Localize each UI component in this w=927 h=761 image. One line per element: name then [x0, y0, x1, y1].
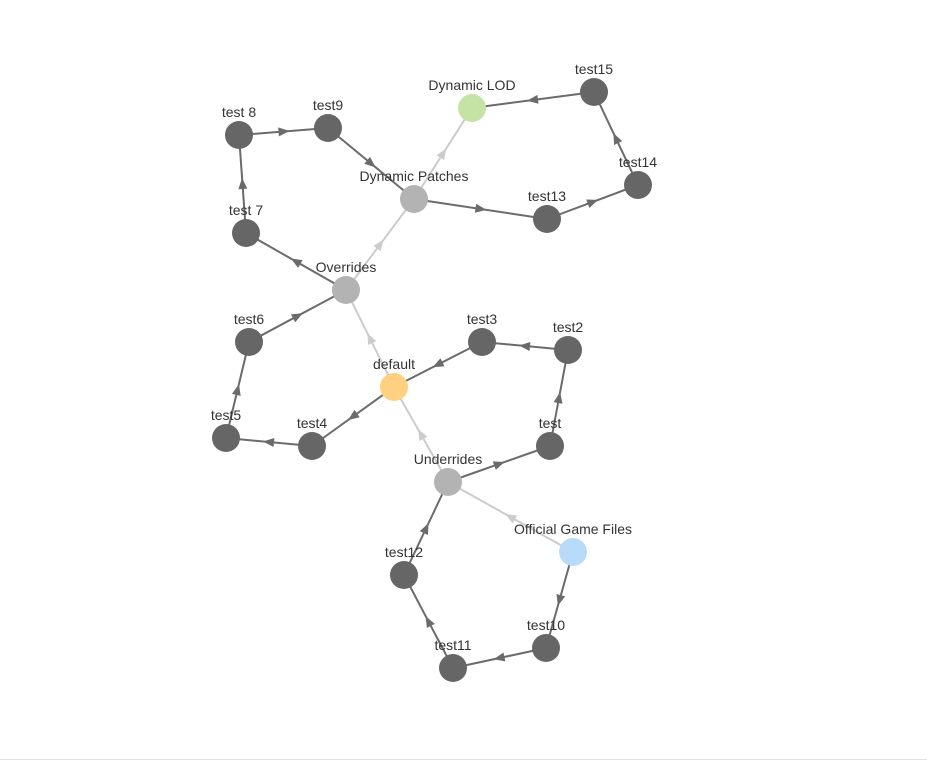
node-label-test10: test10 [527, 617, 565, 633]
arrowhead-test2-to-test3 [519, 341, 531, 351]
node-label-official-game-files: Official Game Files [514, 521, 632, 537]
arrowhead-test9-to-dynamic-patches [364, 156, 376, 168]
node-label-test3: test3 [467, 311, 498, 327]
node-label-test7: test 7 [229, 202, 263, 218]
arrowhead-dynamic-patches-to-test13 [474, 203, 487, 213]
arrowhead-overrides-to-test7 [290, 258, 303, 268]
arrowhead-test5-to-test6 [231, 384, 241, 396]
node-test2[interactable] [554, 336, 582, 364]
node-test6[interactable] [235, 328, 263, 356]
node-label-test5: test5 [211, 407, 242, 423]
arrowhead-overrides-to-dynamic-patches [373, 239, 384, 252]
node-label-test6: test6 [234, 311, 265, 327]
arrowhead-default-to-test4 [348, 409, 360, 421]
bottom-divider [0, 759, 927, 760]
node-test9[interactable] [314, 114, 342, 142]
node-test14[interactable] [624, 171, 652, 199]
node-test7[interactable] [232, 219, 260, 247]
arrowhead-test13-to-test14 [586, 199, 599, 208]
arrowhead-test12-to-underrides [419, 523, 429, 535]
node-underrides[interactable] [434, 468, 462, 496]
node-label-test12: test12 [385, 544, 423, 560]
arrowhead-test6-to-overrides [290, 313, 303, 323]
node-label-test2: test2 [553, 319, 584, 335]
arrowhead-test3-to-default [432, 358, 445, 368]
node-test[interactable] [536, 432, 564, 460]
node-label-default: default [373, 356, 415, 372]
arrowhead-official-game-files-to-test10 [556, 593, 566, 606]
node-test11[interactable] [439, 654, 467, 682]
node-test15[interactable] [580, 78, 608, 106]
node-label-test4: test4 [297, 415, 328, 431]
node-test4[interactable] [298, 432, 326, 460]
node-label-dynamic-lod: Dynamic LOD [428, 77, 515, 93]
arrowhead-test10-to-test11 [493, 652, 506, 662]
node-test12[interactable] [390, 561, 418, 589]
node-test13[interactable] [533, 205, 561, 233]
arrowhead-default-to-overrides [367, 333, 377, 345]
node-default[interactable] [380, 373, 408, 401]
arrowhead-dynamic-patches-to-dynamic-lod [436, 148, 447, 161]
node-label-test13: test13 [528, 188, 566, 204]
node-official-game-files[interactable] [559, 538, 587, 566]
arrowhead-test7-to-test8 [238, 178, 248, 190]
node-label-test15: test15 [575, 61, 613, 77]
arrowhead-official-game-files-to-underrides [505, 514, 518, 524]
arrowhead-test-to-test2 [553, 392, 563, 404]
node-label-overrides: Overrides [316, 259, 377, 275]
node-test3[interactable] [468, 328, 496, 356]
node-label-test8: test 8 [222, 104, 256, 120]
arrows-layer [231, 94, 623, 662]
node-label-test14: test14 [619, 154, 657, 170]
node-label-underrides: Underrides [414, 451, 482, 467]
node-label-test: test [539, 415, 562, 431]
node-overrides[interactable] [332, 276, 360, 304]
arrowhead-underrides-to-default [418, 429, 428, 442]
arrowhead-test8-to-test9 [278, 127, 290, 137]
node-test5[interactable] [212, 424, 240, 452]
node-label-dynamic-patches: Dynamic Patches [360, 168, 469, 184]
arrowhead-test14-to-test15 [613, 133, 623, 145]
arrowhead-test4-to-test5 [263, 437, 275, 447]
arrowhead-underrides-to-test [492, 461, 505, 470]
node-test10[interactable] [532, 634, 560, 662]
arrowhead-test15-to-dynamic-lod [527, 94, 539, 104]
nodes-layer [212, 78, 652, 682]
arrowhead-test11-to-test12 [425, 616, 435, 629]
node-dynamic-patches[interactable] [400, 185, 428, 213]
node-label-test9: test9 [313, 97, 344, 113]
node-dynamic-lod[interactable] [458, 94, 486, 122]
node-test8[interactable] [225, 121, 253, 149]
node-label-test11: test11 [434, 637, 471, 653]
